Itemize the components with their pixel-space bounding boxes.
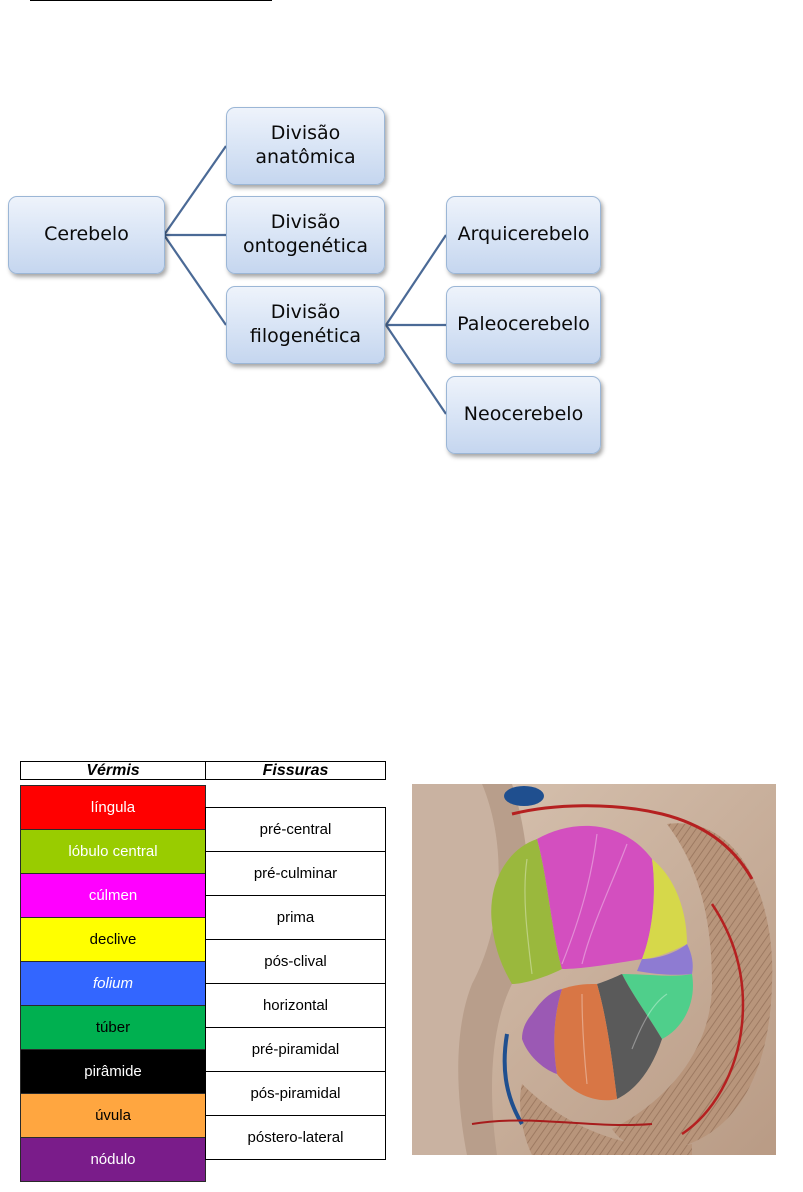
- connector-line-5: [386, 325, 446, 414]
- fissure-cell-3: pós-clival: [205, 939, 386, 984]
- vermis-cell-7: úvula: [20, 1093, 206, 1138]
- node-divisao-anatomica: Divisão anatômica: [226, 107, 385, 185]
- vermis-cell-8: nódulo: [20, 1137, 206, 1182]
- fissure-cell-4: horizontal: [205, 983, 386, 1028]
- vermis-cell-3: declive: [20, 917, 206, 962]
- fissure-cell-6: pós-piramidal: [205, 1071, 386, 1116]
- connector-line-2: [164, 235, 226, 325]
- vermis-cell-6: pirâmide: [20, 1049, 206, 1094]
- vermis-cell-5: túber: [20, 1005, 206, 1050]
- header-vermis: Vérmis: [20, 761, 206, 780]
- header-fissuras: Fissuras: [205, 761, 386, 780]
- node-neocerebelo: Neocerebelo: [446, 376, 601, 454]
- node-cerebelo: Cerebelo: [8, 196, 165, 274]
- node-paleocerebelo: Paleocerebelo: [446, 286, 601, 364]
- fissure-cell-5: pré-piramidal: [205, 1027, 386, 1072]
- fissure-cell-1: pré-culminar: [205, 851, 386, 896]
- vermis-cell-1: lóbulo central: [20, 829, 206, 874]
- connector-line-3: [386, 235, 446, 325]
- cerebellum-sagittal-illustration: [412, 784, 776, 1155]
- fissure-cell-7: póstero-lateral: [205, 1115, 386, 1160]
- node-divisao-filogenetica: Divisão filogenética: [226, 286, 385, 364]
- vessel-top: [504, 786, 544, 806]
- node-divisao-ontogenetica: Divisão ontogenética: [226, 196, 385, 274]
- vermis-cell-2: cúlmen: [20, 873, 206, 918]
- fissure-cell-0: pré-central: [205, 807, 386, 852]
- vermis-cell-4: folium: [20, 961, 206, 1006]
- node-arquicerebelo: Arquicerebelo: [446, 196, 601, 274]
- fissure-cell-2: prima: [205, 895, 386, 940]
- vermis-cell-0: língula: [20, 785, 206, 830]
- connector-line-0: [164, 146, 226, 235]
